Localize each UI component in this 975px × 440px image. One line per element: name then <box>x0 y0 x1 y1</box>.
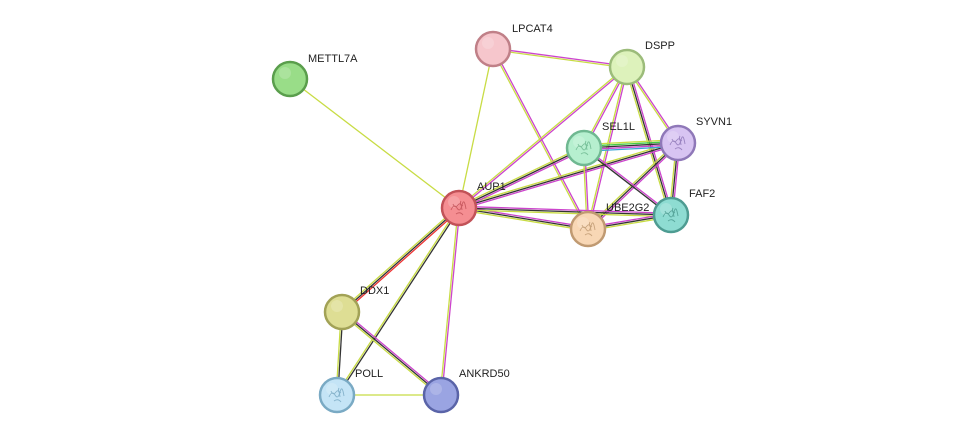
node-syvn1[interactable]: SYVN1 <box>659 116 732 162</box>
edge-line <box>493 47 628 67</box>
edge-line <box>289 78 460 209</box>
node-highlight <box>573 136 585 148</box>
edge-line <box>459 148 586 211</box>
node-ankrd50[interactable]: ANKRD50 <box>422 368 510 414</box>
node-label: LPCAT4 <box>512 23 553 35</box>
edge-lpcat4-dspp[interactable] <box>492 47 628 69</box>
node-circle[interactable] <box>440 189 478 227</box>
edge-line <box>458 142 679 209</box>
edge-lpcat4-aup1[interactable] <box>458 48 494 209</box>
edge-line <box>342 310 443 395</box>
edge-line <box>342 208 461 314</box>
edge-line <box>458 207 589 230</box>
edge-line <box>457 145 584 208</box>
node-highlight <box>331 300 343 312</box>
node-label: SEL1L <box>602 121 635 133</box>
edge-line <box>583 148 671 217</box>
node-highlight <box>448 196 460 208</box>
node-ddx1[interactable]: DDX1 <box>323 285 389 331</box>
edge-ddx1-ankrd50[interactable] <box>340 310 443 397</box>
node-highlight <box>279 67 291 79</box>
edge-syvn1-aup1[interactable] <box>458 140 679 211</box>
edge-line <box>458 209 671 218</box>
protein-structure-icon <box>328 387 345 403</box>
node-label: ANKRD50 <box>459 368 510 380</box>
edges-layer <box>289 47 681 397</box>
node-aup1[interactable]: AUP1 <box>440 181 506 227</box>
node-circle[interactable] <box>659 124 697 162</box>
node-highlight <box>430 383 442 395</box>
node-highlight <box>326 383 338 395</box>
edge-mettl7a-aup1[interactable] <box>289 78 460 209</box>
node-highlight <box>616 55 628 67</box>
node-highlight <box>660 203 672 215</box>
edge-line <box>340 206 459 312</box>
node-circle[interactable] <box>474 30 512 68</box>
edge-line <box>459 67 628 210</box>
edge-sel1l-aup1[interactable] <box>457 145 586 211</box>
protein-structure-icon <box>662 207 679 223</box>
edge-line <box>439 207 459 395</box>
node-label: DSPP <box>645 40 675 52</box>
node-mettl7a[interactable]: METTL7A <box>271 53 358 98</box>
node-dspp[interactable]: DSPP <box>608 40 675 86</box>
edge-line <box>458 65 627 208</box>
node-circle[interactable] <box>569 210 607 248</box>
edge-line <box>459 144 679 211</box>
node-label: FAF2 <box>689 188 715 200</box>
node-circle[interactable] <box>652 196 690 234</box>
node-circle[interactable] <box>271 60 309 98</box>
protein-structure-icon <box>669 135 686 151</box>
node-highlight <box>577 217 589 229</box>
edge-line <box>458 207 672 216</box>
node-label: DDX1 <box>360 285 389 297</box>
edge-line <box>458 140 678 207</box>
edge-line <box>341 207 460 313</box>
edge-line <box>586 141 678 229</box>
edge-line <box>337 208 461 396</box>
edge-line <box>586 66 627 229</box>
edge-line <box>340 312 441 397</box>
edge-aup1-faf2[interactable] <box>458 205 672 218</box>
node-label: SYVN1 <box>696 116 732 128</box>
node-circle[interactable] <box>565 129 603 167</box>
node-lpcat4[interactable]: LPCAT4 <box>474 23 553 68</box>
edge-line <box>341 311 442 396</box>
edge-line <box>458 48 494 209</box>
node-label: AUP1 <box>477 181 506 193</box>
protein-structure-icon <box>450 200 467 216</box>
edge-dspp-aup1[interactable] <box>458 65 628 210</box>
edge-sel1l-faf2[interactable] <box>583 146 672 217</box>
node-label: METTL7A <box>308 53 358 65</box>
node-label: POLL <box>355 368 383 380</box>
protein-structure-icon <box>579 221 596 237</box>
node-circle[interactable] <box>422 376 460 414</box>
node-faf2[interactable]: FAF2 <box>652 188 715 234</box>
node-circle[interactable] <box>323 293 361 331</box>
node-highlight <box>667 131 679 143</box>
edge-line <box>441 208 461 396</box>
node-poll[interactable]: POLL <box>318 368 383 414</box>
edge-line <box>335 207 459 395</box>
edge-aup1-poll[interactable] <box>335 207 461 396</box>
edge-line <box>459 205 672 214</box>
node-highlight <box>482 37 494 49</box>
edge-aup1-ankrd50[interactable] <box>439 207 461 396</box>
edge-aup1-ddx1[interactable] <box>340 206 461 314</box>
node-circle[interactable] <box>608 48 646 86</box>
edge-line <box>458 209 588 232</box>
node-sel1l[interactable]: SEL1L <box>565 121 635 167</box>
node-ube2g2[interactable]: UBE2G2 <box>569 202 649 248</box>
protein-structure-icon <box>575 140 592 156</box>
node-label: UBE2G2 <box>606 202 649 214</box>
edge-line <box>458 147 585 209</box>
node-circle[interactable] <box>318 376 356 414</box>
edge-line <box>584 146 672 215</box>
edge-line <box>492 49 627 69</box>
